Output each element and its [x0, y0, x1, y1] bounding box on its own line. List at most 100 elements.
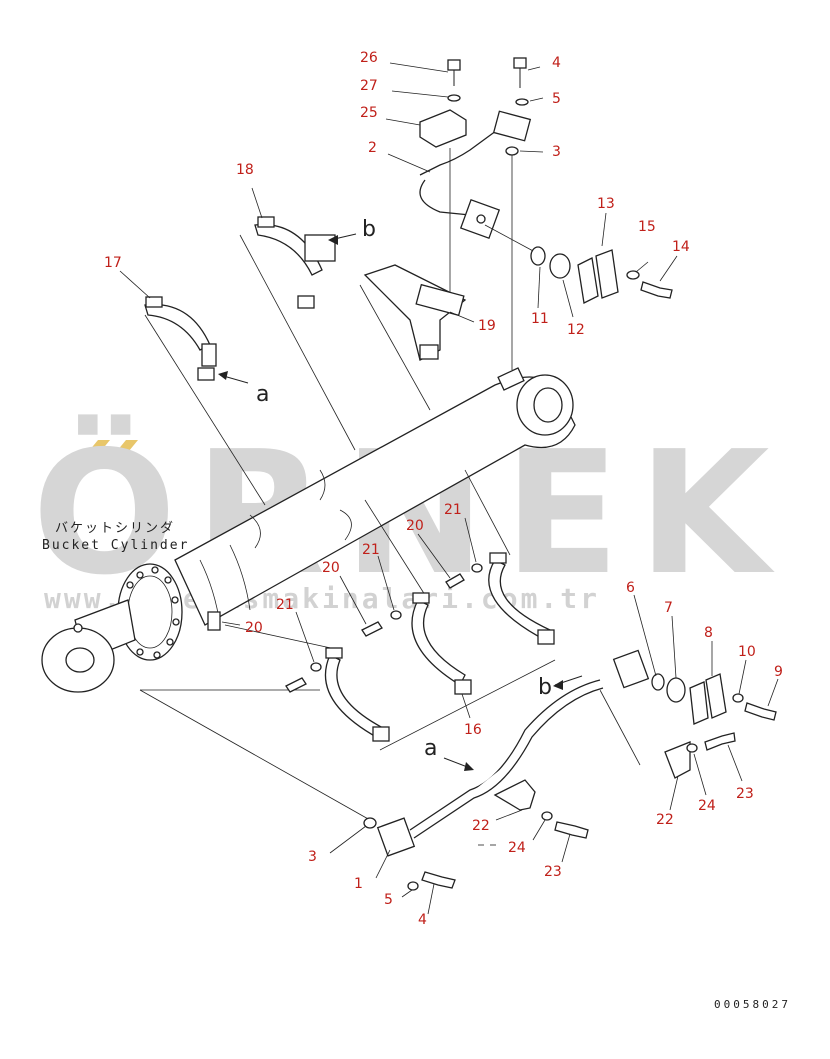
tube-break-line-2 — [339, 509, 352, 541]
flange-bolts — [123, 566, 180, 659]
bolt-23-lower — [554, 821, 589, 839]
callout-20-c: 20 — [245, 620, 263, 636]
pipe-2-bend — [419, 179, 471, 216]
pipe-2-upper — [419, 127, 501, 176]
bolt-26-head — [447, 59, 461, 71]
washer-5-top — [515, 98, 529, 106]
clamp-18 — [254, 216, 336, 309]
callout-5-bottom: 5 — [384, 892, 393, 908]
half-flange-13a — [577, 257, 599, 304]
callout-21-a: 21 — [444, 502, 462, 518]
pipe-1-outer — [413, 687, 604, 839]
clamp-17 — [144, 296, 217, 381]
callout-17: 17 — [104, 255, 122, 271]
assembly-leaders — [139, 234, 641, 821]
bolt-4-bottom — [421, 871, 456, 889]
flange-leader-top — [484, 224, 536, 253]
callout-6: 6 — [626, 580, 635, 596]
title-japanese: バケットシリンダ — [55, 521, 175, 536]
washer-5-bottom — [407, 881, 419, 891]
clamp-18-body — [254, 223, 323, 276]
cylinder-port-boss — [497, 367, 525, 391]
callout-26: 26 — [360, 50, 378, 66]
block-25 — [419, 109, 467, 148]
arrow-a-top-head — [218, 371, 228, 380]
callout-24-left: 24 — [508, 840, 526, 856]
washer-27 — [447, 94, 461, 102]
pipe-2-top-flange — [492, 110, 532, 142]
pipe-2-flange-hole — [476, 214, 486, 224]
grease-nipple — [73, 623, 83, 633]
callout-12: 12 — [567, 322, 585, 338]
tube-break-line-3 — [249, 514, 261, 549]
clamp-16-left-tab-top — [325, 647, 343, 659]
ref-letter-a-bottom: a — [424, 736, 437, 761]
pipe-1-flange-top — [612, 649, 650, 689]
clamp-fasteners — [285, 563, 483, 693]
callout-7: 7 — [664, 600, 673, 616]
clamp-16-left — [324, 647, 390, 742]
bolt-14 — [640, 281, 673, 299]
callout-15: 15 — [638, 219, 656, 235]
ref-letter-b-bottom: b — [538, 675, 552, 700]
clamp-17-tab-top — [145, 296, 163, 308]
oring-11 — [530, 246, 546, 266]
clamp-18-tab-top — [257, 216, 275, 228]
drawing-code: 00058027 — [714, 998, 791, 1011]
split-flange-group-top — [484, 224, 673, 304]
ref-letter-b-top: b — [362, 217, 376, 242]
callout-8: 8 — [704, 625, 713, 641]
rod-eye-bore — [65, 647, 95, 673]
washer-21-a — [471, 563, 483, 573]
bracket-19-pad — [415, 283, 465, 317]
washer-24-upper — [686, 743, 698, 753]
callout-11: 11 — [531, 311, 549, 327]
bolt-9 — [744, 702, 777, 721]
clamp-16-right — [488, 552, 555, 645]
cylinder-head-bore — [533, 387, 563, 423]
callout-24-right: 24 — [698, 798, 716, 814]
clamp-18-tab-bottom — [297, 295, 315, 309]
callout-18: 18 — [236, 162, 254, 178]
clamp-16-right-tab-top — [489, 552, 507, 564]
watermark-accent-right — [112, 440, 138, 457]
clamp-22-upper — [664, 741, 691, 779]
callout-21-c: 21 — [276, 597, 294, 613]
callout-16: 16 — [464, 722, 482, 738]
callout-27: 27 — [360, 78, 378, 94]
oring-6 — [651, 673, 665, 691]
callout-19: 19 — [478, 318, 496, 334]
title-english: Bucket Cylinder — [42, 538, 189, 553]
lower-pipe-group — [363, 649, 777, 891]
callout-4-bottom: 4 — [418, 912, 427, 928]
washer-15 — [626, 270, 640, 280]
washer-24-lower — [541, 811, 553, 821]
clamp-17-mount — [201, 343, 217, 367]
clamp-22-lower — [493, 779, 536, 811]
flange-7 — [666, 677, 686, 703]
bucket-cylinder — [41, 367, 576, 693]
ref-letter-a-top: a — [256, 382, 269, 407]
callout-23-right: 23 — [736, 786, 754, 802]
bracket-19-body — [363, 264, 467, 361]
callout-2: 2 — [368, 140, 377, 156]
callout-20-a: 20 — [406, 518, 424, 534]
half-flange-8b — [705, 673, 727, 719]
arrow-a-bottom-head — [464, 762, 474, 771]
callout-10: 10 — [738, 644, 756, 660]
callout-23-left: 23 — [544, 864, 562, 880]
callout-3-top: 3 — [552, 144, 561, 160]
clamp-16-mid-tab-bottom — [454, 679, 472, 695]
clamp-17-tab-bottom — [197, 367, 215, 381]
callout-1: 1 — [354, 876, 363, 892]
oring-3-bottom — [363, 817, 377, 829]
clamp-16-mid — [411, 592, 472, 695]
washer-10 — [732, 693, 744, 703]
bracket-19-foot — [419, 344, 439, 360]
tube-band-2 — [229, 544, 251, 611]
reference-arrows — [218, 233, 583, 771]
callout-22-left: 22 — [472, 818, 490, 834]
clamp-17-body — [144, 303, 211, 351]
washer-21-b — [390, 610, 402, 620]
